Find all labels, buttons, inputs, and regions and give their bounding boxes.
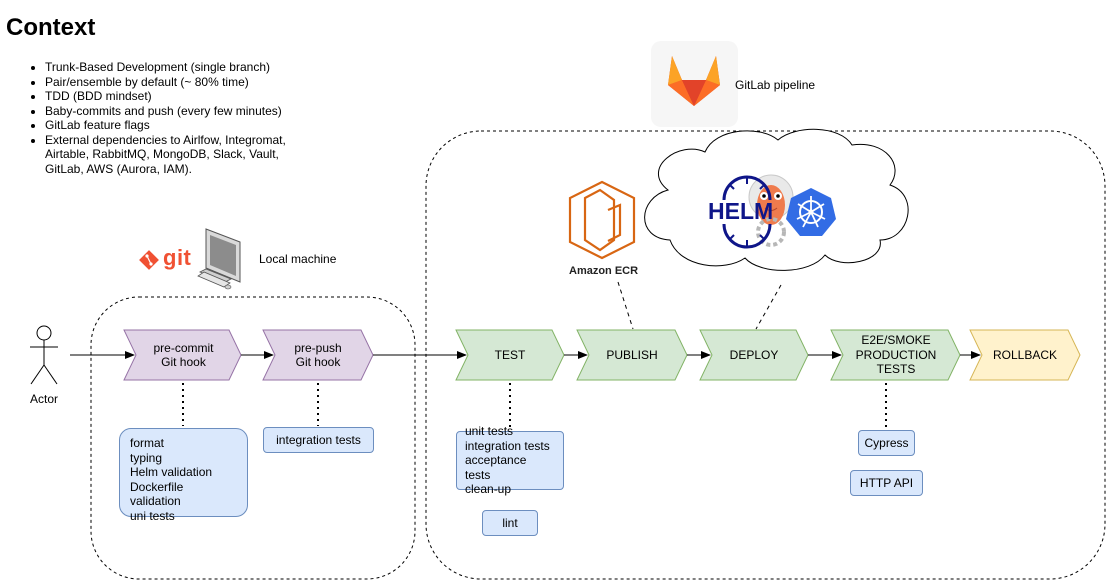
kubernetes-icon — [786, 188, 836, 236]
rollback-step-shape — [969, 329, 1081, 381]
e2e-step-shape — [830, 329, 961, 381]
context-item: GitLab feature flags — [45, 118, 315, 133]
amazon-ecr-label: Amazon ECR — [569, 265, 639, 277]
dashed-connectors — [617, 281, 782, 330]
prepush-checks-note: integration tests — [263, 427, 374, 453]
precommit-checks-note: format typing Helm validation Dockerfile… — [119, 428, 248, 523]
publish-step-label: PUBLISH — [606, 347, 658, 362]
context-item: External dependencies to Airlfow, Integr… — [45, 133, 315, 177]
local-machine-container — [90, 296, 416, 580]
test-checks-note: unit tests integration tests acceptance … — [456, 424, 564, 496]
deploy-step-shape — [699, 329, 809, 381]
cypress-note: Cypress — [858, 430, 915, 456]
context-list: Trunk-Based Development (single branch) … — [28, 60, 315, 176]
rollback-step-label: ROLLBACK — [992, 347, 1058, 362]
helm-logo-text: HELM — [708, 198, 774, 224]
actor-figure — [30, 325, 58, 385]
local-machine-label: Local machine — [259, 252, 337, 266]
gitlab-pipeline-label: GitLab pipeline — [735, 78, 816, 92]
helm-wheel-icon — [722, 175, 772, 249]
amazon-ecr-icon — [568, 180, 636, 260]
prepush-step-shape — [262, 329, 374, 381]
publish-step-shape — [576, 329, 688, 381]
precommit-step-label: pre-commit Git hook — [153, 340, 214, 370]
git-logo-text: git — [163, 245, 192, 270]
e2e-step-label: E2E/SMOKE PRODUCTION TESTS — [855, 333, 937, 377]
http-api-note: HTTP API — [850, 470, 923, 496]
precommit-step-shape — [123, 329, 242, 381]
deploy-step-label: DEPLOY — [729, 347, 779, 362]
context-item: Pair/ensemble by default (~ 80% time) — [45, 75, 315, 90]
gitlab-icon — [668, 56, 720, 106]
test-step-label: TEST — [494, 347, 526, 362]
computer-icon — [197, 228, 241, 290]
context-item: TDD (BDD mindset) — [45, 89, 315, 104]
actor-label: Actor — [30, 392, 59, 406]
context-item: Trunk-Based Development (single branch) — [45, 60, 315, 75]
dotted-connectors — [182, 383, 887, 430]
context-item: Baby-commits and push (every few minutes… — [45, 104, 315, 119]
prepush-step-label: pre-push Git hook — [294, 340, 342, 370]
git-icon — [139, 250, 159, 270]
page-title: Context — [6, 14, 96, 41]
test-step-shape — [455, 329, 565, 381]
lint-note: lint — [482, 510, 538, 536]
